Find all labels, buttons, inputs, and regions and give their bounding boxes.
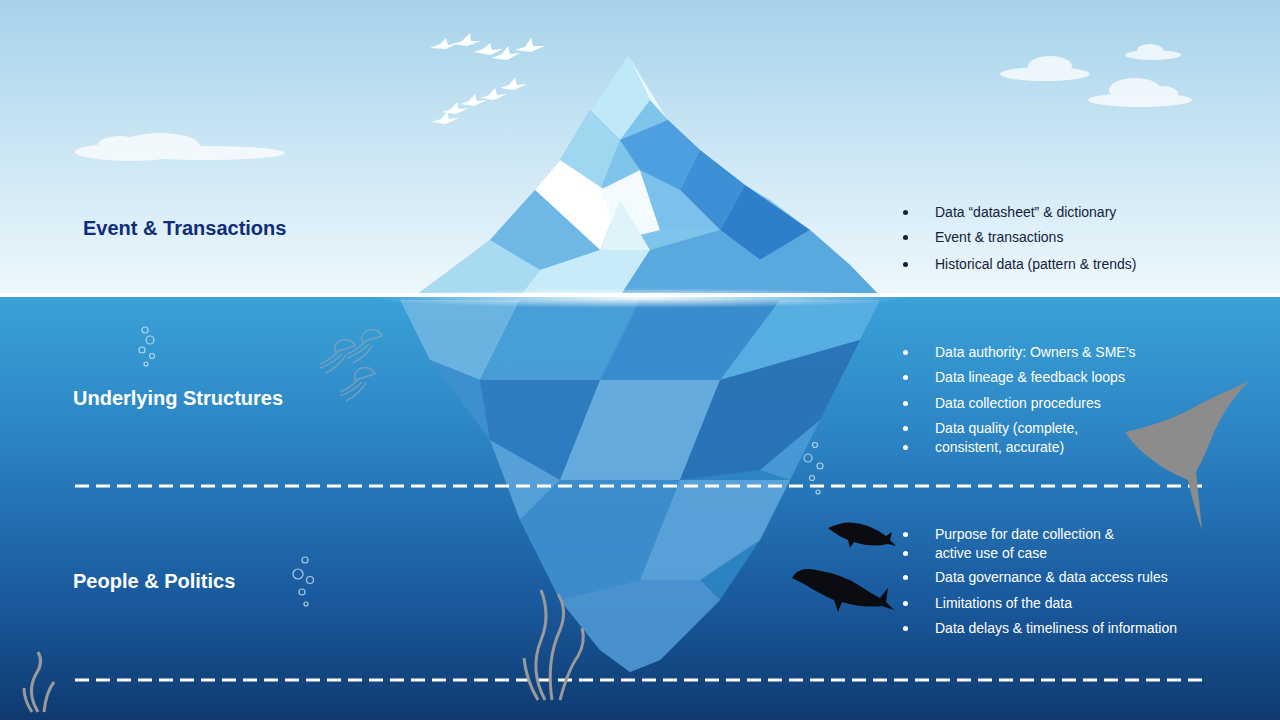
bullet-text: consistent, accurate) [935,438,1064,456]
bullet-text: Data delays & timeliness of information [935,619,1177,637]
bullet-text: Data quality (complete, [935,419,1078,437]
bullet-dot [903,426,908,431]
bullet-row: Data lineage & feedback loops [900,368,1125,386]
dolphin [792,569,894,612]
bubbles [139,327,823,606]
bullet-dot [903,532,908,537]
bullet-dot [903,210,908,215]
iceberg-base [400,300,880,672]
bullet-row: Limitations of the data [900,594,1072,612]
sky [0,0,1280,297]
layer-band: People & Politics Purpose for date collec… [0,486,1280,680]
divider-line [75,679,1205,682]
bullet-text: Data “datasheet” & dictionary [935,203,1116,221]
bullet-dot [903,601,908,606]
bullet-row: consistent, accurate) [900,438,1064,456]
layer-heading: People & Politics [73,569,235,593]
bullet-text: Data lineage & feedback loops [935,368,1125,386]
layer-band: Underlying Structures Data authority: Own… [0,296,1280,486]
layer-band: Event & Transactions Data “datasheet” & d… [0,0,1280,296]
bullet-dot [903,401,908,406]
bullet-row: Event & transactions [900,228,1063,246]
bullet-row: Purpose for date collection & [900,525,1114,543]
birds [430,33,545,124]
sea [0,297,1280,720]
layer-heading: Underlying Structures [73,386,283,410]
bullet-dot [903,262,908,267]
bullet-dot [903,551,908,556]
bullet-dot [903,375,908,380]
bullet-row: Data delays & timeliness of information [900,619,1177,637]
bullet-row: active use of case [900,544,1047,562]
bullet-row: Data authority: Owners & SME’s [900,343,1135,361]
bullet-text: Purpose for date collection & [935,525,1114,543]
waterline-glow [370,288,910,308]
bullet-dot [903,445,908,450]
bullet-dot [903,626,908,631]
bullet-text: active use of case [935,544,1047,562]
bullet-text: Limitations of the data [935,594,1072,612]
bullet-text: Data governance & data access rules [935,568,1168,586]
bullet-text: Event & transactions [935,228,1063,246]
bullet-row: Data “datasheet” & dictionary [900,203,1116,221]
bullet-dot [903,235,908,240]
bullet-row: Data collection procedures [900,394,1101,412]
dolphin [828,522,896,548]
bullet-text: Data authority: Owners & SME’s [935,343,1135,361]
divider-line [75,485,1205,488]
cloud [1000,44,1192,107]
manta-ray [1125,382,1248,530]
jellyfish [320,330,382,401]
iceberg-tip [415,55,880,296]
bullet-row: Historical data (pattern & trends) [900,255,1137,273]
seaweed [24,590,583,712]
layer-heading: Event & Transactions [83,216,286,240]
bullet-row: Data governance & data access rules [900,568,1168,586]
bullet-dot [903,575,908,580]
bullet-text: Historical data (pattern & trends) [935,255,1137,273]
bullet-row: Data quality (complete, [900,419,1078,437]
bullet-dot [903,350,908,355]
cloud [75,133,285,161]
bullet-text: Data collection procedures [935,394,1101,412]
